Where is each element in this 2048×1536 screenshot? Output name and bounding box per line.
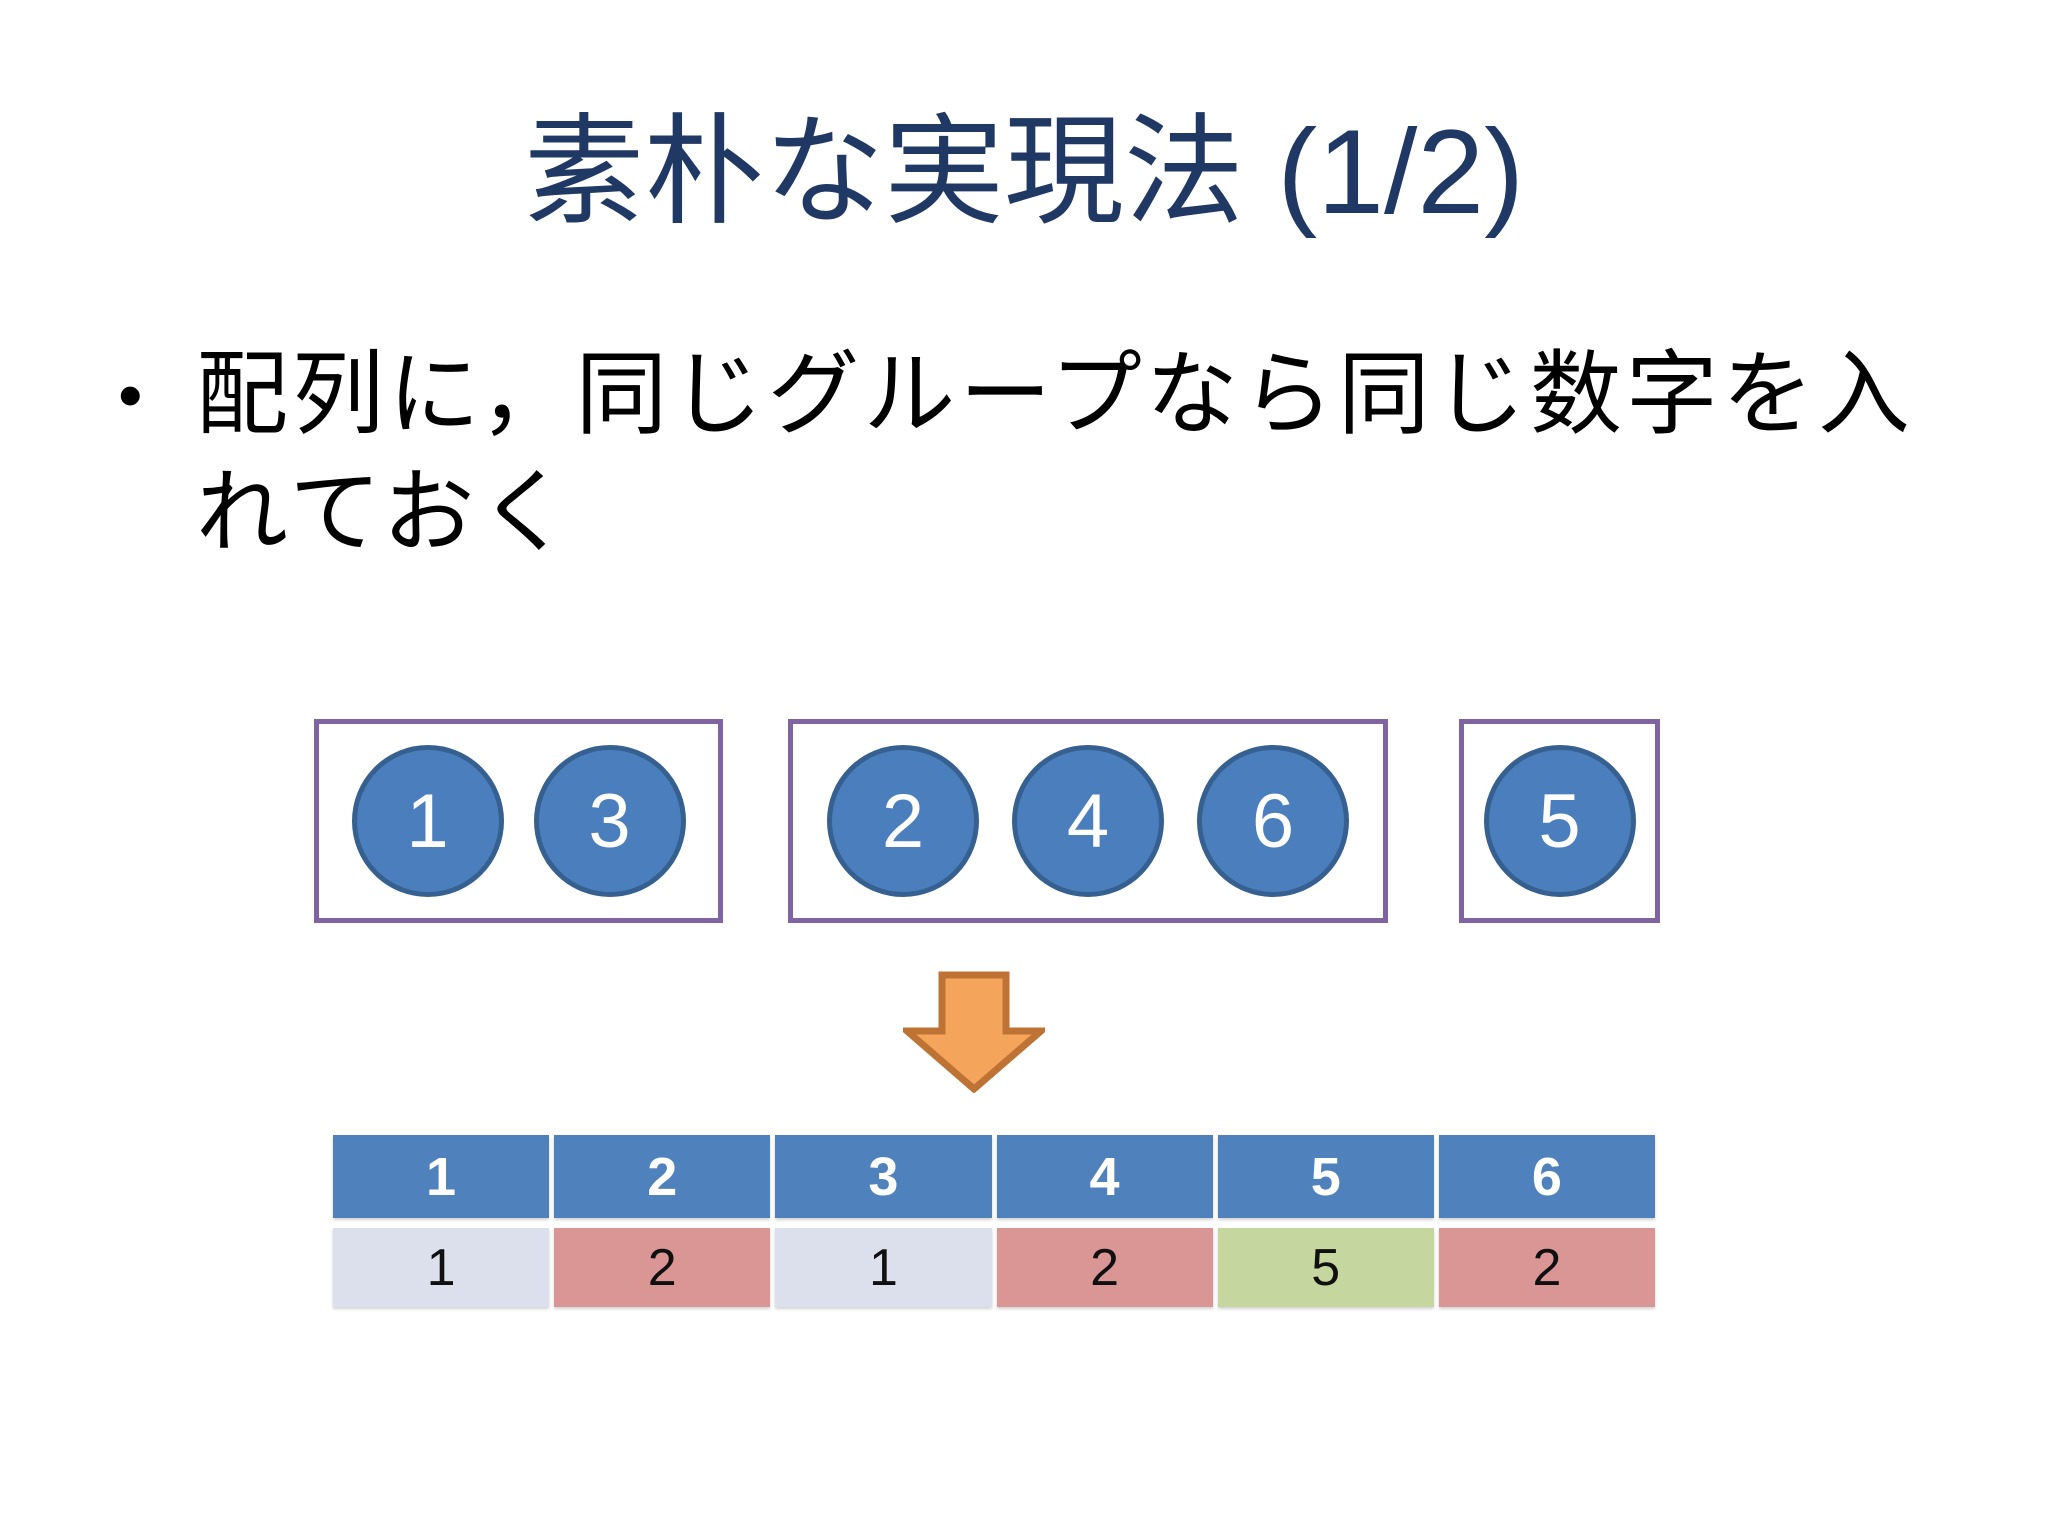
array-header-cell-3: 3 <box>775 1135 992 1218</box>
array-value-cell-3: 1 <box>775 1228 992 1307</box>
circle-1: 1 <box>351 745 504 897</box>
array-value-cell-2: 2 <box>554 1228 771 1307</box>
bullet-text-line-2: れておく <box>196 462 575 564</box>
bullet-item: • 配列に，同じグループなら同じ数字を入 れておく <box>118 336 1918 572</box>
bullet-marker: • <box>118 356 143 434</box>
array-value-cell-5: 5 <box>1217 1228 1434 1307</box>
array-header-cell-4: 4 <box>996 1135 1213 1218</box>
bullet-text-line-1: 配列に，同じグループなら同じ数字を入 <box>196 344 1914 446</box>
array-value-cell-6: 2 <box>1438 1228 1655 1307</box>
group-box-1: 1 3 <box>314 719 723 923</box>
array-table: 1 2 3 4 5 6 1 2 1 2 5 2 <box>333 1135 1655 1307</box>
array-value-cell-1: 1 <box>333 1228 550 1307</box>
array-header-cell-1: 1 <box>333 1135 550 1218</box>
array-header-cell-6: 6 <box>1438 1135 1655 1218</box>
group-box-3: 5 <box>1459 719 1660 923</box>
array-value-cell-4: 2 <box>996 1228 1213 1307</box>
group-box-2: 2 4 6 <box>788 719 1388 923</box>
circle-2: 2 <box>827 745 979 897</box>
circle-3: 3 <box>533 745 686 897</box>
bullet-text: 配列に，同じグループなら同じ数字を入 れておく <box>196 336 1914 572</box>
array-header-cell-2: 2 <box>554 1135 771 1218</box>
circle-5: 5 <box>1483 745 1636 897</box>
down-arrow-icon <box>897 971 1051 1094</box>
circle-6: 6 <box>1197 745 1349 897</box>
array-header-cell-5: 5 <box>1217 1135 1434 1218</box>
page-title: 素朴な実現法 (1/2) <box>523 105 1525 239</box>
circle-4: 4 <box>1012 745 1164 897</box>
